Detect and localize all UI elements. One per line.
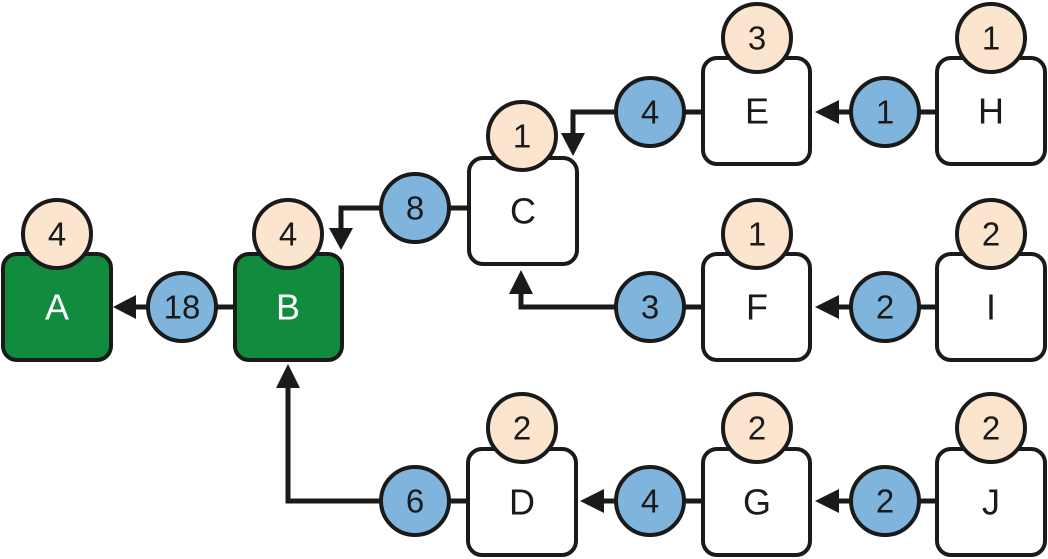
edge-value-h-e: 1	[849, 76, 921, 148]
node-f: F	[701, 252, 812, 362]
node-i-weight: 2	[955, 198, 1027, 270]
edge-value-j-g: 2	[849, 465, 921, 537]
node-c-weight: 1	[486, 100, 558, 172]
node-g-weight-label: 2	[748, 410, 766, 447]
node-g-weight: 2	[721, 392, 793, 464]
edge-value-i-f-label: 2	[876, 289, 894, 326]
node-j-label: J	[982, 482, 1000, 523]
arrowhead-into-g	[815, 489, 839, 513]
arrowhead-into-b-bottom	[276, 364, 300, 388]
node-e: E	[701, 56, 812, 166]
node-weights: 4 4 1 2 3 1 2 1	[21, 2, 1027, 464]
node-h-label: H	[978, 91, 1004, 132]
edge-value-i-f: 2	[849, 271, 921, 343]
edge-value-g-d: 4	[614, 465, 686, 537]
node-f-weight-label: 1	[748, 216, 766, 253]
edge-values: 18 8 6 4 3 4 1 2	[146, 76, 921, 537]
node-h-weight-label: 1	[982, 20, 1000, 57]
node-b-label: B	[276, 287, 300, 328]
node-c: C	[467, 156, 579, 266]
node-a-weight-label: 4	[48, 216, 66, 253]
edge-value-d-b: 6	[379, 465, 451, 537]
node-d-label: D	[509, 482, 535, 523]
node-d-weight: 2	[486, 392, 558, 464]
node-e-label: E	[745, 91, 769, 132]
arrowhead-into-c-bottom	[509, 270, 533, 294]
edge-value-d-b-label: 6	[406, 483, 424, 520]
node-b-weight: 4	[252, 198, 324, 270]
node-j: J	[935, 447, 1047, 557]
edge-value-e-c-label: 4	[641, 94, 659, 131]
node-h-weight: 1	[955, 2, 1027, 74]
node-g: G	[701, 447, 812, 557]
edge-value-e-c: 4	[614, 76, 686, 148]
arrowhead-into-d	[580, 489, 604, 513]
arrowhead-into-c-top	[561, 133, 585, 156]
edge-value-f-c: 3	[614, 271, 686, 343]
edge-value-b-a: 18	[146, 271, 218, 343]
arrowheads	[113, 100, 839, 513]
edge-value-h-e-label: 1	[876, 94, 894, 131]
node-i-weight-label: 2	[982, 216, 1000, 253]
node-i-label: I	[986, 287, 996, 328]
edge-value-c-b-label: 8	[406, 190, 424, 227]
node-e-weight-label: 3	[748, 20, 766, 57]
node-c-label: C	[510, 191, 536, 232]
node-f-label: F	[746, 287, 768, 328]
node-c-weight-label: 1	[513, 118, 531, 155]
edge-value-j-g-label: 2	[876, 483, 894, 520]
edge-value-g-d-label: 4	[641, 483, 659, 520]
node-e-weight: 3	[721, 2, 793, 74]
arrowhead-into-f	[815, 295, 839, 319]
node-b: B	[233, 252, 344, 362]
arrowhead-into-b-top	[329, 228, 353, 250]
node-a-weight: 4	[21, 198, 93, 270]
node-a-label: A	[45, 287, 69, 328]
nodes: A B C D E F G H	[1, 56, 1047, 557]
node-j-weight: 2	[955, 392, 1027, 464]
node-f-weight: 1	[721, 198, 793, 270]
edge-value-c-b: 8	[379, 172, 451, 244]
node-d-weight-label: 2	[513, 410, 531, 447]
node-j-weight-label: 2	[982, 410, 1000, 447]
node-b-weight-label: 4	[279, 216, 297, 253]
node-g-label: G	[743, 482, 771, 523]
arrowhead-into-e	[815, 100, 839, 124]
node-d: D	[466, 447, 578, 557]
edge-value-f-c-label: 3	[641, 289, 659, 326]
edge-value-b-a-label: 18	[164, 289, 201, 326]
arrowhead-into-a	[113, 295, 136, 319]
